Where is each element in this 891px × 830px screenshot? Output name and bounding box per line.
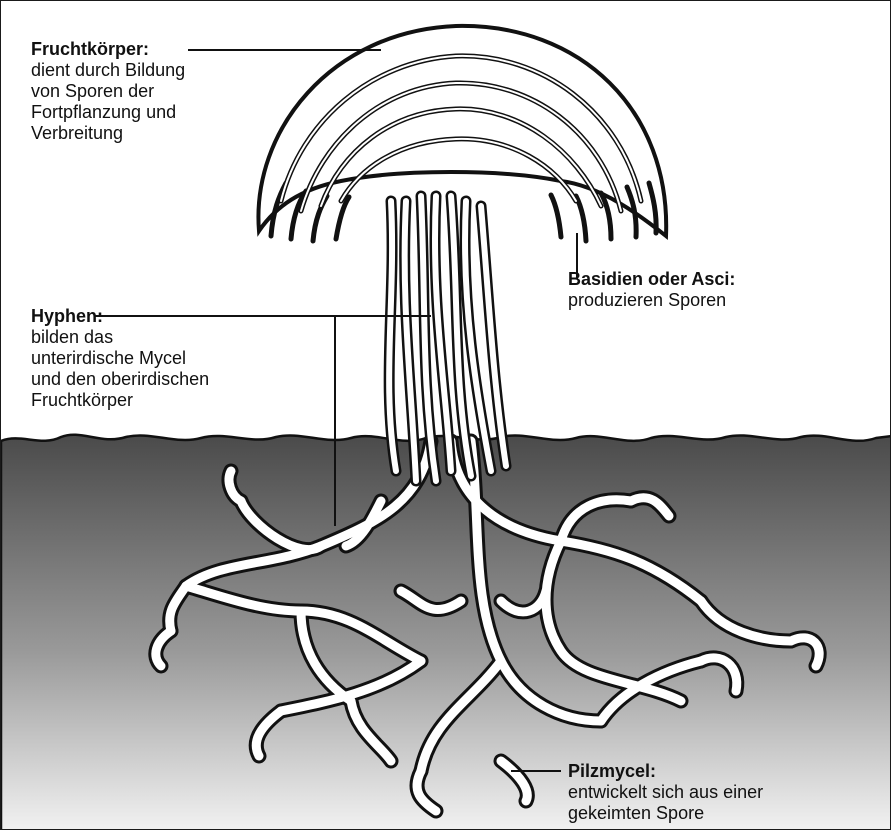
label-pilzmycel-title: Pilzmycel:: [568, 761, 763, 782]
label-basidien-desc: produzieren Sporen: [568, 290, 735, 311]
stipe-hyphae: [389, 196, 506, 481]
label-fruchtkoerper-title: Fruchtkörper:: [31, 39, 185, 60]
label-fruchtkoerper-desc: dient durch Bildung von Sporen der Fortp…: [31, 60, 185, 144]
label-fruchtkoerper: Fruchtkörper: dient durch Bildung von Sp…: [31, 39, 185, 144]
label-basidien-title: Basidien oder Asci:: [568, 269, 735, 290]
label-pilzmycel: Pilzmycel: entwickelt sich aus einer gek…: [568, 761, 763, 824]
label-hyphen-desc: bilden das unterirdische Mycel und den o…: [31, 327, 209, 411]
label-pilzmycel-desc: entwickelt sich aus einer gekeimten Spor…: [568, 782, 763, 824]
label-hyphen-title: Hyphen:: [31, 306, 209, 327]
label-basidien: Basidien oder Asci: produzieren Sporen: [568, 269, 735, 311]
label-hyphen: Hyphen: bilden das unterirdische Mycel u…: [31, 306, 209, 411]
